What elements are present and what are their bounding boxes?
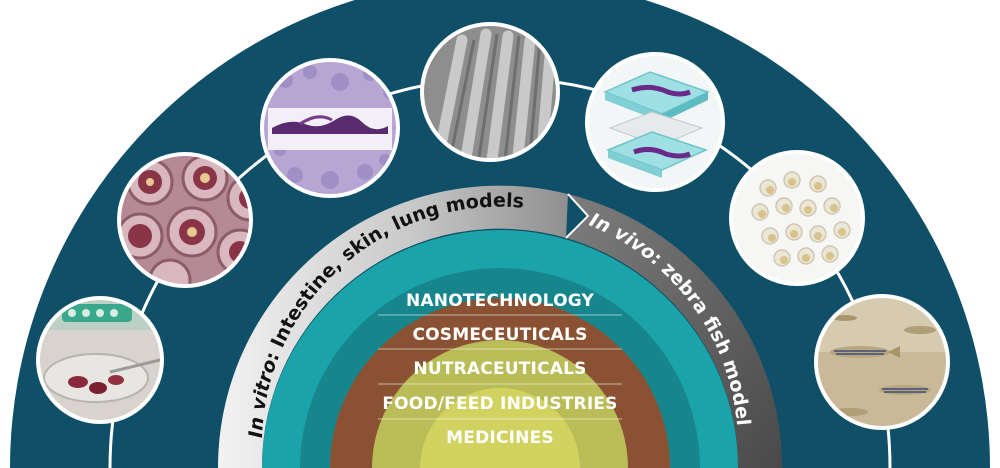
zebrafish-embryos-photo <box>729 150 865 286</box>
petri-dish-tissue-photo <box>36 296 164 424</box>
band-separators <box>378 314 622 420</box>
microfluidic-chip-photo <box>585 52 725 192</box>
band-label-nanotechnology: NANOTECHNOLOGY <box>406 291 595 311</box>
electron-micrograph-photo <box>420 22 560 162</box>
band-medicine-core <box>420 388 580 468</box>
band-chevron <box>565 193 590 239</box>
band-label-medicines: MEDICINES <box>446 428 554 448</box>
zebrafish-adults-photo <box>814 294 950 430</box>
in-vivo-band <box>566 194 783 468</box>
band-label-nutraceuticals: NUTRACEUTICALS <box>413 359 586 379</box>
band-label-cosmeceuticals: COSMECEUTICALS <box>412 325 587 345</box>
band-label-food-feed: FOOD/FEED INDUSTRIES <box>382 394 617 414</box>
in-vitro-band <box>217 185 568 468</box>
histology-section-photo <box>260 58 400 198</box>
